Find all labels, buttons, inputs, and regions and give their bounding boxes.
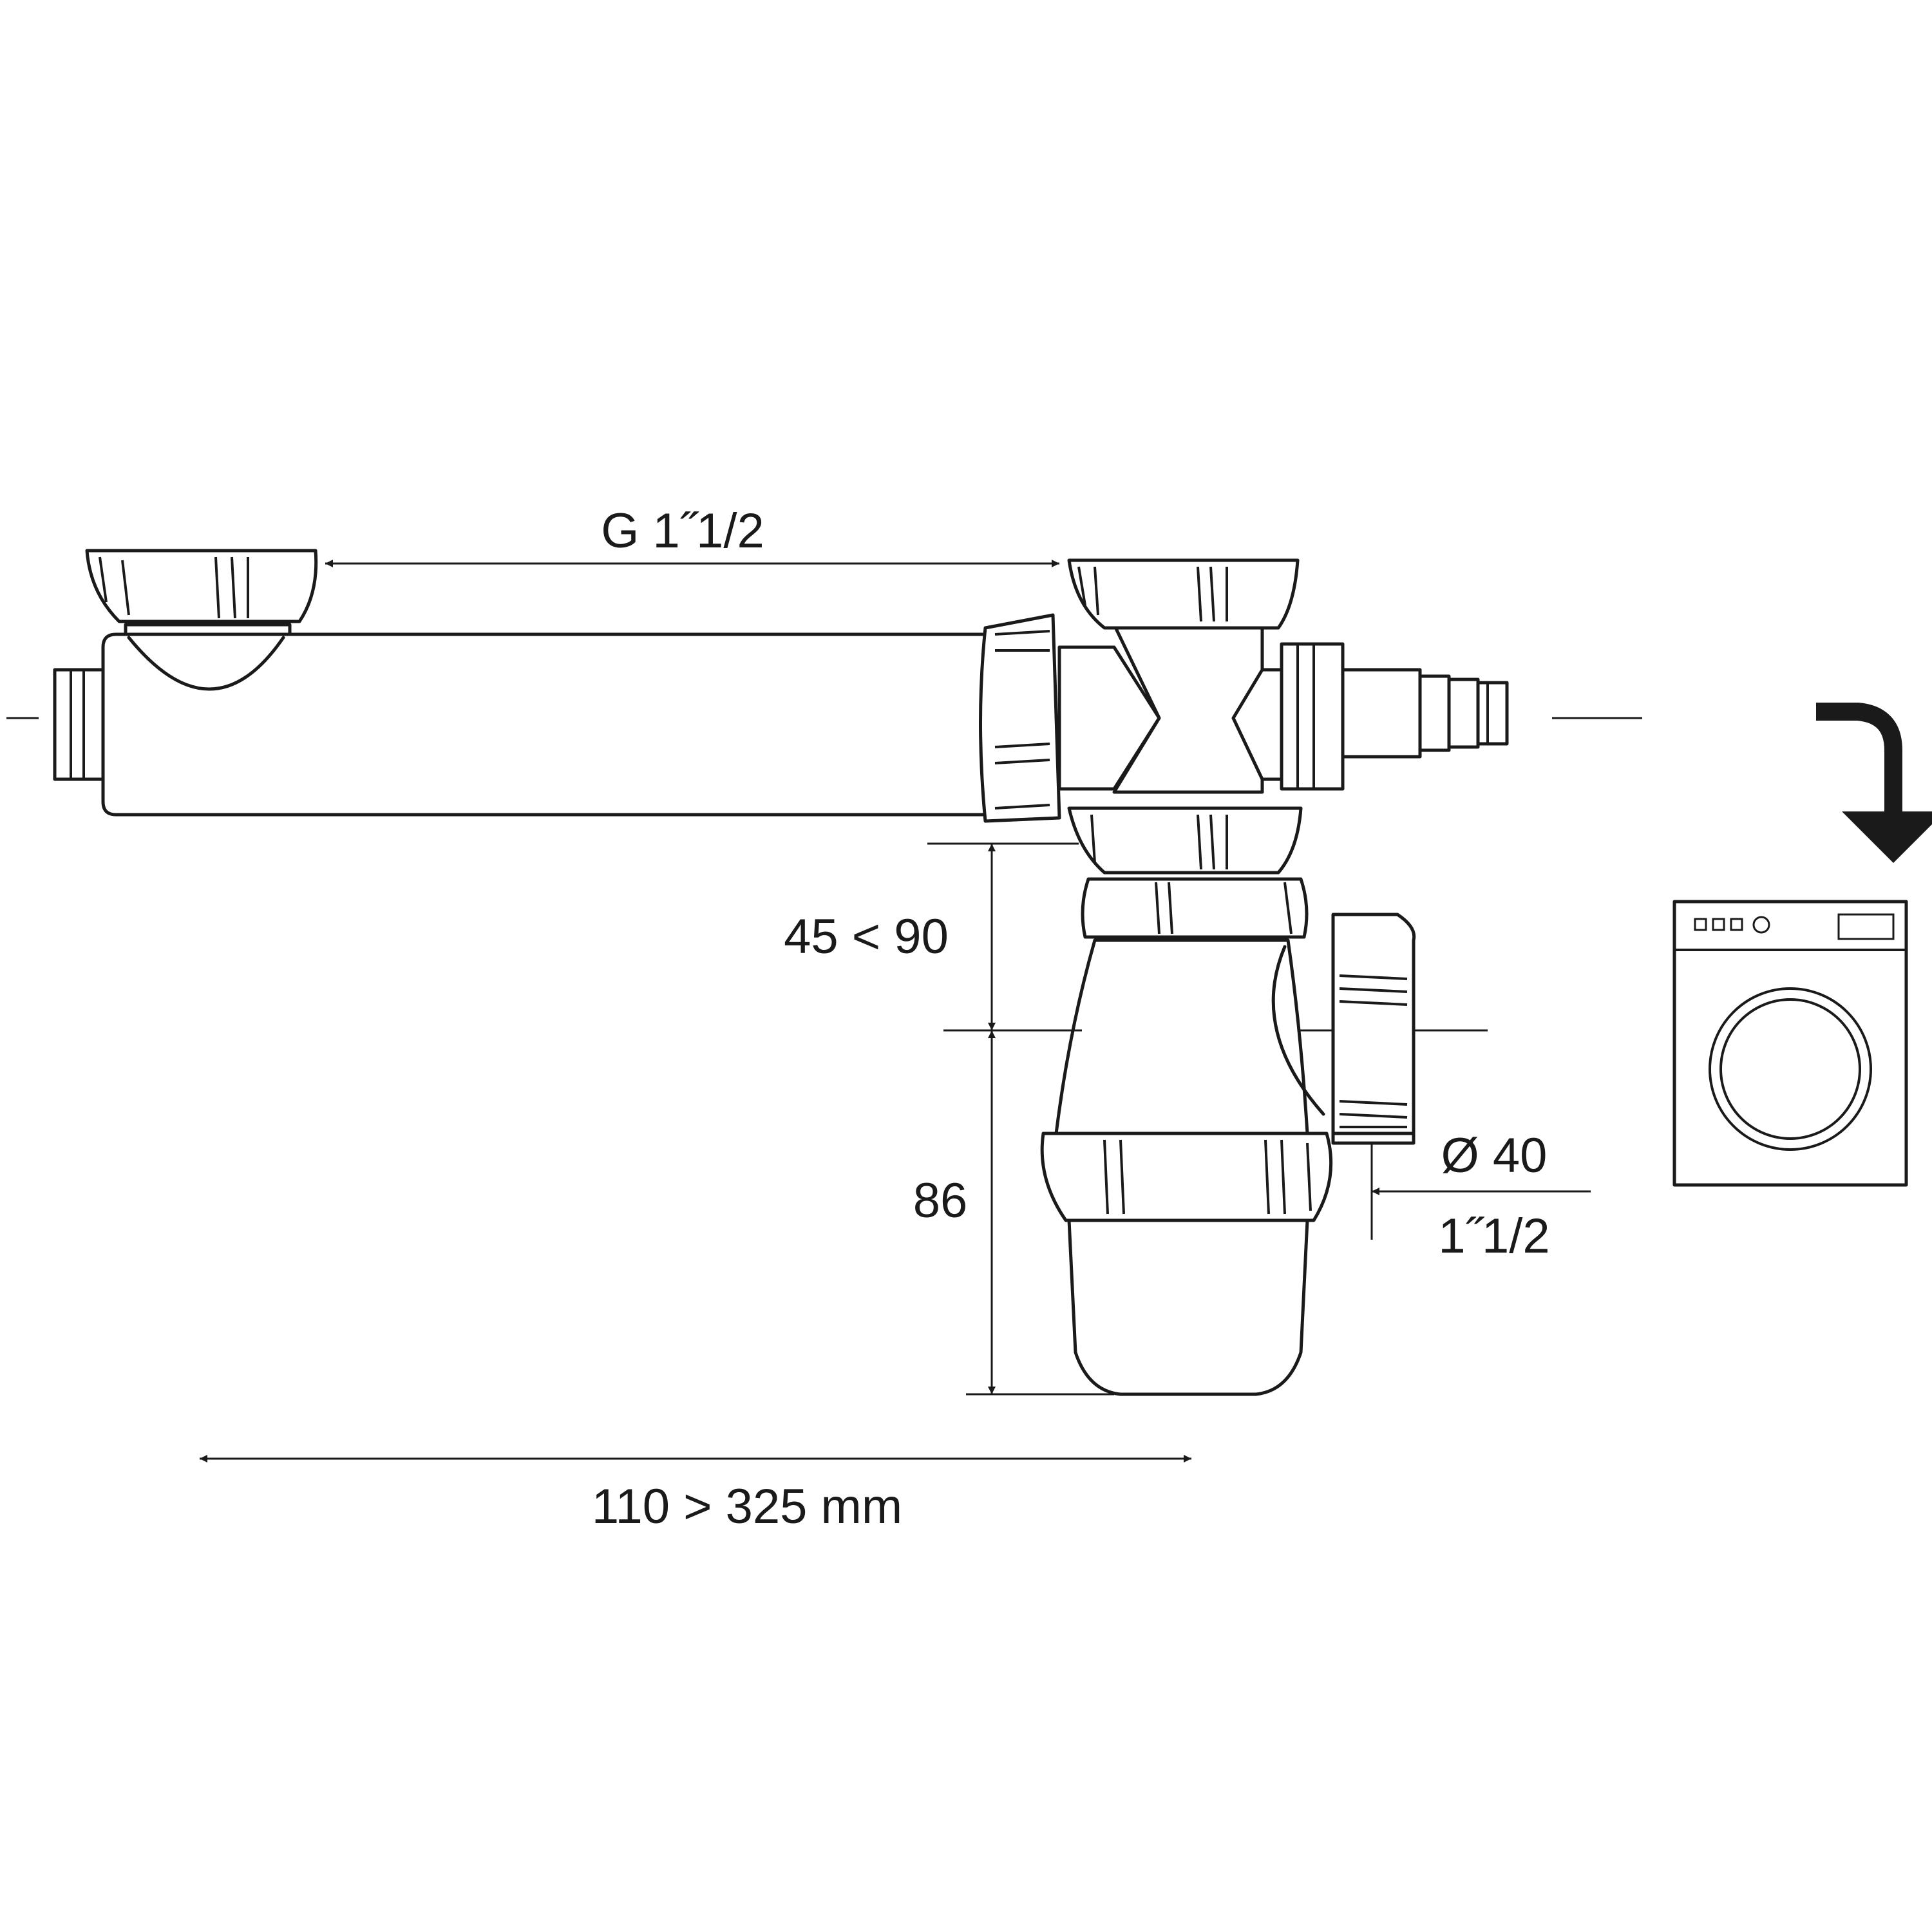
bottle-trap (1040, 877, 1333, 1396)
outlet-thread-label: 1˝1/2 (1438, 1209, 1549, 1264)
hose-connector (1280, 642, 1509, 791)
washing-machine-icon (1672, 900, 1908, 1187)
dimension-lines (200, 560, 1591, 1463)
extension-tube (53, 623, 994, 817)
outlet-diameter-label: Ø 40 (1441, 1128, 1548, 1183)
left-basin-nut (85, 549, 318, 623)
tee-fitting (979, 558, 1300, 823)
height-range-label: 45 < 90 (784, 909, 949, 964)
lower-tee-nut (1067, 806, 1303, 875)
length-range-label: 110 > 325 mm (592, 1479, 902, 1534)
side-outlet (1331, 913, 1416, 1145)
dimension-labels: G 1˝1/2 45 < 90 86 Ø 40 1˝1/2 110 > 325 … (592, 504, 1550, 1534)
thread-label: G 1˝1/2 (601, 504, 764, 558)
trap-height-label: 86 (913, 1173, 968, 1228)
curved-down-arrow-icon (1816, 703, 1932, 863)
